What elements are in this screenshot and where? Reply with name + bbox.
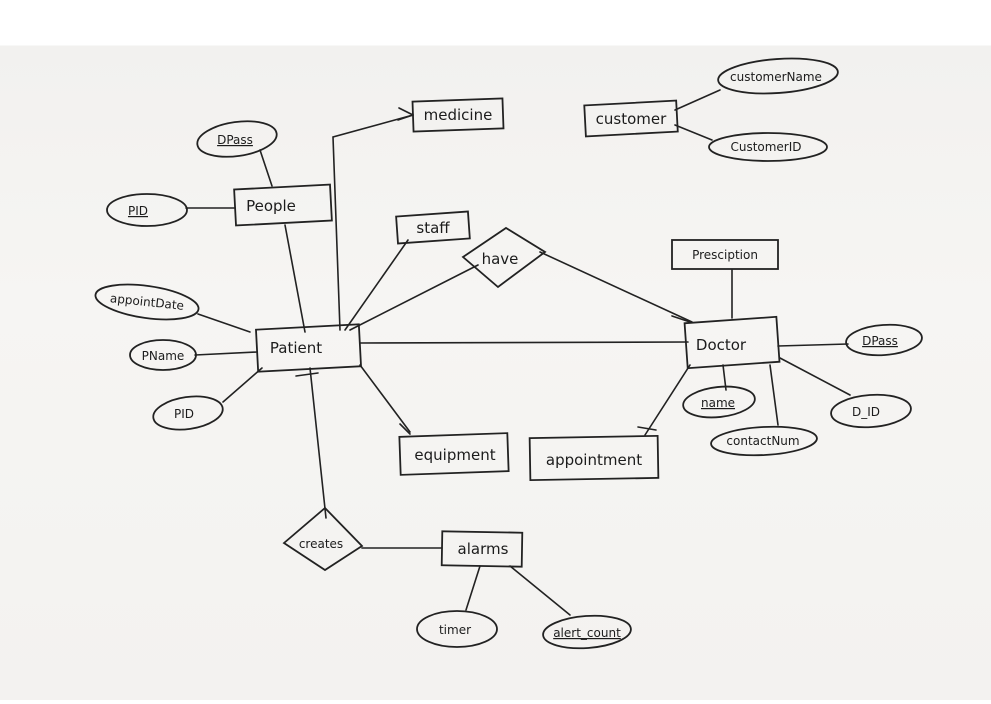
- entity-staff: staff: [395, 210, 471, 245]
- crowfoot-mark: [398, 107, 414, 116]
- line-patient-creates: [309, 367, 327, 519]
- line-doctor-dpass: [777, 343, 849, 347]
- line-doctor-contactnum: [769, 364, 779, 426]
- line-patient-appointdate: [197, 313, 251, 333]
- entity-customer-label: customer: [596, 110, 667, 128]
- attribute-alert-count-label: alert_count: [553, 626, 621, 640]
- entity-prescription: Presciption: [671, 239, 779, 270]
- entity-people: People: [233, 183, 333, 227]
- relationship-have: have: [461, 226, 547, 289]
- line-doctor-appointment: [644, 364, 691, 436]
- entity-alarms-label: alarms: [458, 540, 509, 558]
- entity-people-label: People: [246, 197, 296, 215]
- line-patient-people: [284, 224, 306, 333]
- line-alarms-alertcount: [509, 565, 571, 616]
- attribute-appoint-date: appointDate: [94, 283, 200, 321]
- line-patient-pid: [222, 367, 263, 403]
- attribute-doctor-name-label: name: [701, 396, 735, 410]
- attribute-people-dpass: DPass: [196, 120, 278, 158]
- entity-customer: customer: [583, 99, 679, 138]
- attribute-people-pid: PID: [106, 193, 188, 227]
- entity-prescription-label: Presciption: [692, 248, 758, 262]
- crowfoot-mark: [637, 426, 657, 431]
- attribute-pname: PName: [129, 339, 197, 371]
- line-alarms-timer: [465, 565, 481, 611]
- attribute-appoint-date-label: appointDate: [109, 291, 184, 313]
- line-patient-pname: [194, 351, 258, 356]
- line-patient-medicine: [332, 114, 414, 331]
- entity-doctor-label: Doctor: [696, 336, 747, 354]
- entity-patient-label: Patient: [270, 339, 322, 357]
- relationship-creates-label: creates: [299, 537, 343, 551]
- relationship-creates: creates: [282, 506, 364, 572]
- line-patient-doctor: [359, 341, 689, 344]
- relationship-have-label: have: [482, 250, 519, 268]
- line-people-dpass: [259, 149, 273, 187]
- line-have-doctor: [539, 251, 693, 323]
- attribute-patient-pid-label: PID: [174, 407, 194, 421]
- entity-doctor: Doctor: [683, 315, 781, 370]
- attribute-contact-num-label: contactNum: [726, 434, 799, 448]
- entity-patient: Patient: [255, 323, 362, 373]
- attribute-doctor-id-label: D_ID: [852, 405, 880, 419]
- attribute-customer-id: CustomerID: [708, 132, 828, 162]
- attribute-doctor-dpass-label: DPass: [862, 334, 898, 348]
- attribute-timer: timer: [416, 610, 498, 648]
- line-customer-customerid: [674, 124, 713, 141]
- entity-appointment-label: appointment: [546, 451, 642, 469]
- entity-equipment-label: equipment: [414, 446, 495, 464]
- crowfoot-mark: [295, 372, 319, 377]
- attribute-customer-name: customerName: [717, 57, 839, 95]
- line-customer-customername: [674, 89, 721, 111]
- line-patient-have: [349, 264, 479, 331]
- attribute-contact-num: contactNum: [710, 425, 818, 457]
- connectors: [185, 89, 851, 616]
- attribute-doctor-dpass: DPass: [845, 323, 923, 357]
- attribute-alert-count: alert_count: [542, 614, 632, 650]
- attribute-customer-id-label: CustomerID: [730, 140, 801, 154]
- attribute-people-dpass-label: DPass: [217, 133, 253, 147]
- attribute-timer-label: timer: [439, 623, 471, 637]
- crowfoot-mark: [399, 423, 411, 435]
- attribute-pname-label: PName: [142, 349, 185, 363]
- entity-medicine-label: medicine: [424, 106, 493, 124]
- entity-equipment: equipment: [398, 432, 510, 476]
- attribute-doctor-name: name: [682, 385, 756, 419]
- line-patient-staff: [344, 239, 409, 331]
- line-doctor-did: [779, 357, 851, 396]
- attribute-doctor-id: D_ID: [830, 393, 912, 429]
- attribute-patient-pid: PID: [152, 395, 224, 431]
- entity-appointment: appointment: [528, 434, 660, 482]
- line-patient-equipment: [359, 364, 411, 433]
- crowfoot-mark: [671, 315, 691, 323]
- entity-alarms: alarms: [440, 530, 524, 568]
- attribute-people-pid-label: PID: [128, 204, 148, 218]
- entity-staff-label: staff: [416, 219, 450, 237]
- attribute-customer-name-label: customerName: [730, 70, 822, 84]
- crowfoot-mark: [397, 114, 414, 121]
- entity-medicine: medicine: [411, 97, 505, 133]
